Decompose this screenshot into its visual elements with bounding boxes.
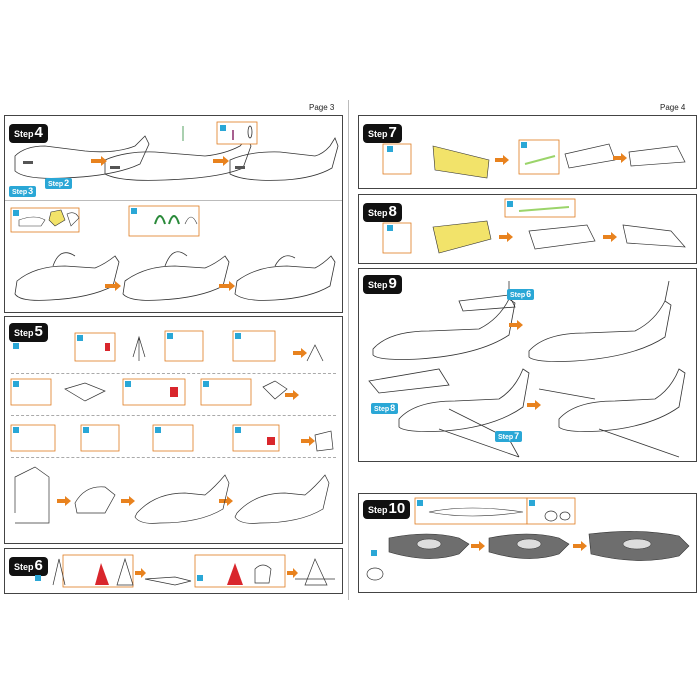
callout-number: 8 bbox=[390, 403, 396, 413]
step-8-illustration bbox=[359, 195, 696, 263]
step-word: Step bbox=[368, 129, 388, 139]
callout-word: Step bbox=[12, 189, 28, 196]
step-4-panel: Step4 bbox=[4, 115, 343, 313]
step-number: 8 bbox=[388, 203, 397, 220]
callout-step-6: Step6 bbox=[507, 289, 535, 300]
callout-word: Step bbox=[48, 181, 64, 188]
page-label-right: Page 4 bbox=[660, 103, 686, 112]
callout-word: Step bbox=[498, 434, 514, 441]
step-word: Step bbox=[368, 280, 388, 290]
step-5-panel: Step5 bbox=[4, 316, 343, 544]
step-9-badge: Step9 bbox=[363, 275, 402, 294]
step-4-badge: Step4 bbox=[9, 124, 48, 143]
step-word: Step bbox=[14, 562, 34, 572]
step-5-illustration bbox=[5, 317, 342, 543]
step-number: 10 bbox=[388, 500, 406, 517]
step-number: 7 bbox=[388, 124, 397, 141]
panel-separator bbox=[5, 200, 342, 201]
step-7-panel: Step7 bbox=[358, 115, 697, 189]
callout-step-7: Step7 bbox=[495, 431, 523, 442]
step-number: 4 bbox=[34, 124, 43, 141]
step-5-badge: Step5 bbox=[9, 323, 48, 342]
step-4-illustration bbox=[5, 116, 342, 312]
callout-step-2: Step2 bbox=[45, 178, 73, 189]
callout-number: 3 bbox=[28, 186, 34, 196]
step-number: 6 bbox=[34, 557, 43, 574]
step-word: Step bbox=[368, 505, 388, 515]
dashed-separator bbox=[11, 457, 336, 458]
dashed-separator bbox=[11, 373, 336, 374]
step-word: Step bbox=[368, 208, 388, 218]
step-number: 5 bbox=[34, 323, 43, 340]
step-6-illustration bbox=[5, 549, 342, 593]
dashed-separator bbox=[11, 415, 336, 416]
callout-number: 6 bbox=[526, 289, 532, 299]
step-8-badge: Step8 bbox=[363, 203, 402, 222]
callout-word: Step bbox=[374, 406, 390, 413]
step-6-panel: Step6 bbox=[4, 548, 343, 594]
callout-number: 7 bbox=[514, 431, 520, 441]
step-word: Step bbox=[14, 328, 34, 338]
step-7-badge: Step7 bbox=[363, 124, 402, 143]
step-10-panel: Step10 bbox=[358, 493, 697, 593]
page-label-left: Page 3 bbox=[309, 103, 335, 112]
step-9-illustration bbox=[359, 269, 696, 461]
page-divider bbox=[348, 100, 349, 600]
step-7-illustration bbox=[359, 116, 696, 188]
step-9-panel: Step9 Step6 Step8 Step7 bbox=[358, 268, 697, 462]
callout-step-3: Step3 bbox=[9, 186, 37, 197]
callout-step-8: Step8 bbox=[371, 403, 399, 414]
callout-word: Step bbox=[510, 292, 526, 299]
step-number: 9 bbox=[388, 275, 397, 292]
callout-number: 2 bbox=[64, 178, 70, 188]
step-6-badge: Step6 bbox=[9, 557, 48, 576]
step-8-panel: Step8 bbox=[358, 194, 697, 264]
step-10-badge: Step10 bbox=[363, 500, 411, 519]
step-10-illustration bbox=[359, 494, 696, 592]
step-word: Step bbox=[14, 129, 34, 139]
